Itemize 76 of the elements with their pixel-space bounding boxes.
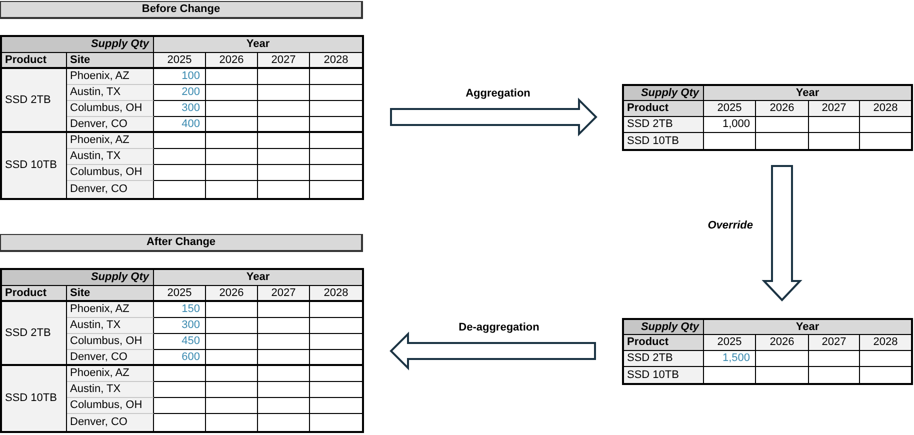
- column-header: 2025: [154, 286, 206, 302]
- column-header: 2026: [756, 335, 809, 351]
- site-name: Denver, CO: [67, 117, 154, 133]
- column-header: Year: [154, 37, 362, 53]
- site-name: Phoenix, AZ: [67, 302, 154, 318]
- site-name: Denver, CO: [67, 350, 154, 366]
- column-header: 2027: [809, 101, 860, 117]
- column-header: Product: [624, 335, 704, 351]
- edge-label: De-aggregation: [458, 322, 540, 334]
- site-name: Denver, CO: [67, 414, 154, 431]
- column-header: 2027: [258, 286, 310, 302]
- section-heading: After Change: [0, 234, 363, 252]
- row-header: SSD 2TB: [2, 69, 67, 133]
- column-header: 2027: [809, 335, 860, 351]
- data-table: [0, 35, 364, 200]
- site-name: Austin, TX: [67, 85, 154, 101]
- column-header: Product: [624, 101, 704, 117]
- column-header: Supply Qty: [2, 37, 154, 53]
- column-header: 2026: [206, 53, 258, 69]
- data-table: [622, 318, 913, 385]
- column-header: Supply Qty: [2, 270, 154, 286]
- quantity-value: 450: [154, 334, 206, 350]
- column-header: 2026: [756, 101, 809, 117]
- column-header: Year: [154, 270, 362, 286]
- quantity-value: 150: [154, 302, 206, 318]
- edge-label: Aggregation: [466, 88, 530, 100]
- column-header: 2026: [206, 286, 258, 302]
- column-header: Site: [67, 286, 154, 302]
- quantity-value: 400: [154, 117, 206, 133]
- site-name: Phoenix, AZ: [67, 133, 154, 149]
- column-header: Supply Qty: [624, 86, 704, 101]
- quantity-value: 100: [154, 69, 206, 85]
- quantity-value: 300: [154, 318, 206, 334]
- site-name: Austin, TX: [67, 318, 154, 334]
- row-header: SSD 2TB: [624, 117, 704, 133]
- column-header: 2025: [154, 53, 206, 69]
- column-header: 2028: [860, 335, 911, 351]
- section-heading: Before Change: [0, 1, 363, 19]
- column-header: 2025: [704, 101, 756, 117]
- site-name: Denver, CO: [67, 181, 154, 198]
- column-header: 2027: [258, 53, 310, 69]
- quantity-value: 300: [154, 101, 206, 117]
- column-header: Supply Qty: [624, 320, 704, 335]
- quantity-value: 1,500: [704, 351, 756, 367]
- data-table: [622, 84, 913, 151]
- column-header: 2025: [704, 335, 756, 351]
- site-name: Phoenix, AZ: [67, 69, 154, 85]
- row-header: SSD 10TB: [2, 133, 67, 198]
- block-arrow: [390, 332, 596, 370]
- site-name: Columbus, OH: [67, 101, 154, 117]
- column-header: 2028: [860, 101, 911, 117]
- row-header: SSD 10TB: [2, 366, 67, 431]
- column-header: Year: [704, 86, 911, 101]
- edge-label: Override: [708, 220, 753, 232]
- row-header: SSD 10TB: [624, 133, 704, 149]
- site-name: Columbus, OH: [67, 398, 154, 414]
- column-header: Year: [704, 320, 911, 335]
- site-name: Columbus, OH: [67, 165, 154, 181]
- row-header: SSD 10TB: [624, 367, 704, 383]
- site-name: Austin, TX: [67, 382, 154, 398]
- site-name: Austin, TX: [67, 149, 154, 165]
- column-header: Product: [2, 53, 67, 69]
- quantity-value: 600: [154, 350, 206, 366]
- column-header: 2028: [310, 53, 362, 69]
- quantity-value: 1,000: [704, 117, 756, 133]
- data-table: [0, 268, 364, 433]
- row-header: SSD 2TB: [624, 351, 704, 367]
- row-header: SSD 2TB: [2, 302, 67, 366]
- site-name: Columbus, OH: [67, 334, 154, 350]
- site-name: Phoenix, AZ: [67, 366, 154, 382]
- column-header: Product: [2, 286, 67, 302]
- column-header: 2028: [310, 286, 362, 302]
- block-arrow: [390, 98, 598, 136]
- block-arrow: [762, 165, 802, 302]
- quantity-value: 200: [154, 85, 206, 101]
- column-header: Site: [67, 53, 154, 69]
